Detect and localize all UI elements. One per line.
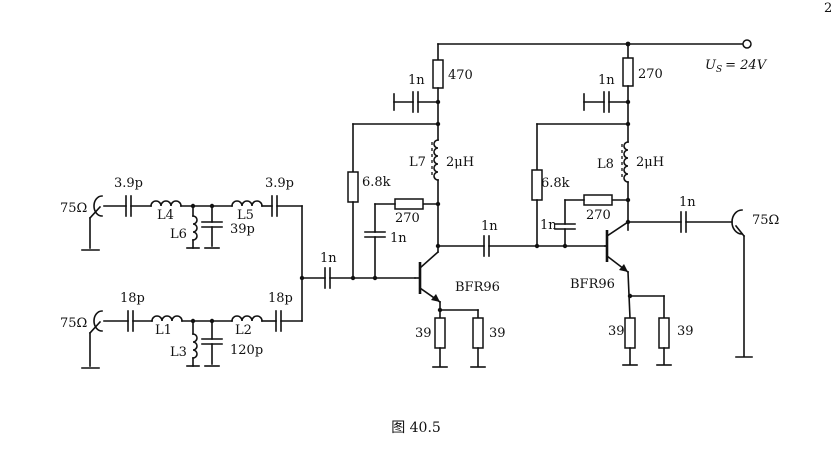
supply-label: US= 24V <box>705 58 768 75</box>
top-filter <box>103 195 303 249</box>
top-l-shunt-label: L6 <box>170 227 187 242</box>
figure-caption: 图 40.5 <box>391 420 441 436</box>
stage2-bias-network <box>531 123 629 247</box>
stage1-transistor-label: BFR96 <box>455 280 500 295</box>
bottom-port-label: 75Ω <box>60 316 87 331</box>
top-l-a-label: L4 <box>157 208 174 223</box>
interstage-cap-label: 1n <box>481 219 498 234</box>
top-c-out-label: 3.9p <box>265 176 294 191</box>
stage1-r-supply-label: 470 <box>448 68 473 83</box>
stage1-r-emitter-a-label: 39 <box>415 326 432 341</box>
bottom-l-b-label: L2 <box>235 323 252 338</box>
output-network <box>627 209 753 358</box>
stage1-r-emitter-b-label: 39 <box>489 326 506 341</box>
stage1-transistor <box>414 245 442 319</box>
top-c-in-label: 3.9p <box>114 176 143 191</box>
supply-terminal <box>742 39 752 49</box>
corner-mark: 2 <box>824 1 832 16</box>
stage1-r-feedback-label: 270 <box>395 211 420 226</box>
stage1-decoupling-cap-label: 1n <box>408 73 425 88</box>
stage2-r-emitter-a-label: 39 <box>608 324 625 339</box>
combiner-node <box>299 205 416 322</box>
stage1-r-bias-label: 6.8k <box>362 175 391 190</box>
stage1-c-feedback-label: 1n <box>390 231 407 246</box>
bottom-l-a-label: L1 <box>155 323 172 338</box>
stage2-transistor <box>604 220 631 319</box>
stage2-inductor-value: 2μH <box>636 155 664 170</box>
bottom-c-out-label: 18p <box>268 291 293 306</box>
stage2-emitter-network <box>622 293 672 366</box>
bottom-c-in-label: 18p <box>120 291 145 306</box>
stage2-decoupling-cap-label: 1n <box>598 73 615 88</box>
stage1-supply-branch <box>393 43 444 247</box>
interstage-coupling <box>435 235 606 257</box>
top-c-shunt-label: 39p <box>230 222 255 237</box>
stage2-r-supply-label: 270 <box>638 67 663 82</box>
top-l-b-label: L5 <box>237 208 254 223</box>
stage2-inductor-name: L8 <box>597 157 614 172</box>
bottom-l-shunt-label: L3 <box>170 345 187 360</box>
stage1-emitter-network <box>432 307 486 368</box>
stage2-r-emitter-b-label: 39 <box>677 324 694 339</box>
stage1-inductor-value: 2μH <box>446 155 474 170</box>
stage2-supply-branch <box>583 43 634 231</box>
stage2-c-feedback-label: 1n <box>540 218 557 233</box>
stage2-r-feedback-label: 270 <box>586 208 611 223</box>
supply-rail <box>437 39 752 49</box>
stage2-transistor-label: BFR96 <box>570 277 615 292</box>
coupling-cap-label: 1n <box>320 251 337 266</box>
stage2-r-bias-label: 6.8k <box>541 176 570 191</box>
top-input-port <box>81 195 103 251</box>
output-port-label: 75Ω <box>752 213 779 228</box>
stage1-inductor-name: L7 <box>409 155 426 170</box>
bottom-c-shunt-label: 120p <box>230 343 263 358</box>
bottom-filter <box>103 310 303 367</box>
output-cap-label: 1n <box>679 195 696 210</box>
stage1-bias-network <box>347 123 439 281</box>
top-port-label: 75Ω <box>60 201 87 216</box>
bottom-input-port <box>81 310 103 369</box>
